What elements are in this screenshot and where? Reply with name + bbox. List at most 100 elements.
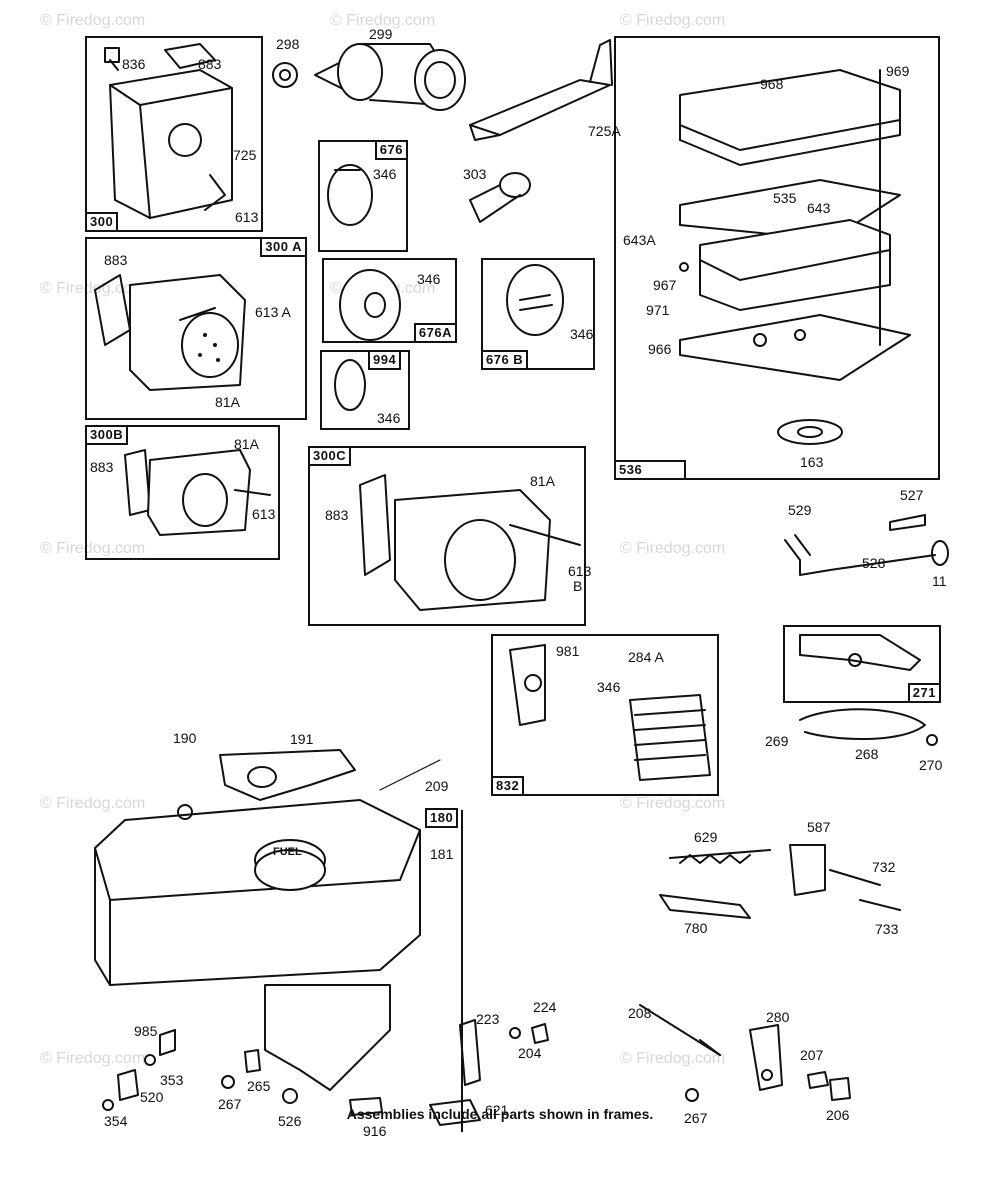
part-label: 269	[765, 733, 789, 749]
frame-676: 676	[318, 140, 408, 252]
part-label: 346	[417, 271, 441, 287]
frame-300c: 300C	[308, 446, 586, 626]
frame-id-300c: 300C	[308, 446, 352, 466]
cable-268-drawing	[799, 708, 926, 740]
part-label: 966	[648, 341, 672, 357]
watermark: © Firedog.com	[40, 12, 146, 29]
part-label: 303	[463, 166, 487, 182]
part-label: 298	[276, 36, 300, 52]
part-label: 883	[90, 459, 114, 475]
frame-676b: 676 B	[481, 258, 595, 370]
part-676b-drawing	[506, 264, 564, 336]
part-label: 204	[518, 1045, 542, 1061]
part-label: 528	[862, 555, 886, 571]
frame-536: 536	[614, 36, 940, 480]
part-label: 883	[325, 507, 349, 523]
part-label: 267	[218, 1096, 242, 1112]
part-label: 587	[807, 819, 831, 835]
part-label: 268	[855, 746, 879, 762]
frame-id-676: 676	[374, 140, 408, 160]
muffler-300-drawing	[104, 43, 233, 219]
gasket-191-drawing	[219, 749, 441, 801]
frame-id-300: 300	[85, 212, 119, 232]
frame-676a: 676A	[322, 258, 457, 343]
bracket-223-drawing	[264, 984, 481, 1091]
part-label: 643A	[623, 232, 656, 248]
link-208-drawing	[639, 1004, 721, 1056]
part-label: 643	[807, 200, 831, 216]
frame-id-832: 832	[491, 776, 525, 796]
frame-994: 994	[320, 350, 410, 430]
watermark: © Firedog.com	[330, 12, 436, 29]
part-994-drawing	[334, 359, 366, 411]
part-label: 520	[140, 1089, 164, 1105]
part-label: 81A	[234, 436, 259, 452]
part-label: 613 A	[255, 304, 291, 320]
part-label: 968	[760, 76, 784, 92]
part-label: 613	[235, 209, 259, 225]
muffler-300a-drawing	[94, 274, 246, 391]
part-label: 535	[773, 190, 797, 206]
part-label: 190	[173, 730, 197, 746]
frame-id-994: 994	[368, 350, 402, 370]
part-label: 629	[694, 829, 718, 845]
bracket-725a-drawing	[469, 39, 613, 141]
part-label: 207	[800, 1047, 824, 1063]
part-label: 883	[104, 252, 128, 268]
frame-id-180: 180	[425, 808, 459, 828]
watermark: © Firedog.com	[620, 12, 726, 29]
part-832-drawing	[509, 644, 711, 781]
part-587-drawing	[789, 844, 901, 911]
part-label: 181	[430, 846, 454, 862]
parts-298-299-drawing	[272, 43, 466, 111]
part-label: 224	[533, 999, 557, 1015]
part-label: 208	[628, 1005, 652, 1021]
part-label: 280	[766, 1009, 790, 1025]
part-label: 732	[872, 859, 896, 875]
part-label: 346	[570, 326, 594, 342]
frame-id-300b: 300B	[85, 425, 129, 445]
part-label: 191	[290, 731, 314, 747]
part-label: 969	[886, 63, 910, 79]
part-label: 270	[919, 757, 943, 773]
part-label: 780	[684, 920, 708, 936]
part-label: 209	[425, 778, 449, 794]
part-label: 836	[122, 56, 146, 72]
frame-271: 271	[783, 625, 941, 703]
part-label: 883	[198, 56, 222, 72]
tube-528-drawing	[784, 514, 949, 576]
part-label: 733	[875, 921, 899, 937]
watermark: © Firedog.com	[620, 1050, 726, 1067]
watermark: © Firedog.com	[620, 540, 726, 557]
hardware-drawing	[102, 262, 938, 1126]
frame-300a: 300 A	[85, 237, 307, 420]
part-label: 526	[278, 1113, 302, 1129]
frame-832: 832	[491, 634, 719, 796]
elbow-303-drawing	[469, 172, 531, 223]
part-label: 725	[233, 147, 257, 163]
watermark: © Firedog.com	[40, 540, 146, 557]
part-label: 346	[377, 410, 401, 426]
part-label: 971	[646, 302, 670, 318]
frame-id-536: 536	[614, 460, 686, 480]
watermark: © Firedog.com	[40, 1050, 146, 1067]
air-cleaner-536-drawing	[679, 69, 911, 445]
part-label: 353	[160, 1072, 184, 1088]
part-label: 916	[363, 1123, 387, 1139]
part-label: 81A	[530, 473, 555, 489]
part-label: 81A	[215, 394, 240, 410]
watermark: © Firedog.com	[620, 795, 726, 812]
frame-300b: 300B	[85, 425, 280, 560]
part-label: 346	[373, 166, 397, 182]
part-label: B	[573, 578, 583, 594]
part-label: 163	[800, 454, 824, 470]
part-label: 299	[369, 26, 393, 42]
part-label: 11	[932, 573, 947, 589]
part-676a-drawing	[339, 269, 401, 341]
watermark: © Firedog.com	[40, 795, 146, 812]
part-676-drawing	[327, 164, 373, 226]
part-label: 613	[252, 506, 276, 522]
part-label: 967	[653, 277, 677, 293]
part-label: 206	[826, 1107, 850, 1123]
